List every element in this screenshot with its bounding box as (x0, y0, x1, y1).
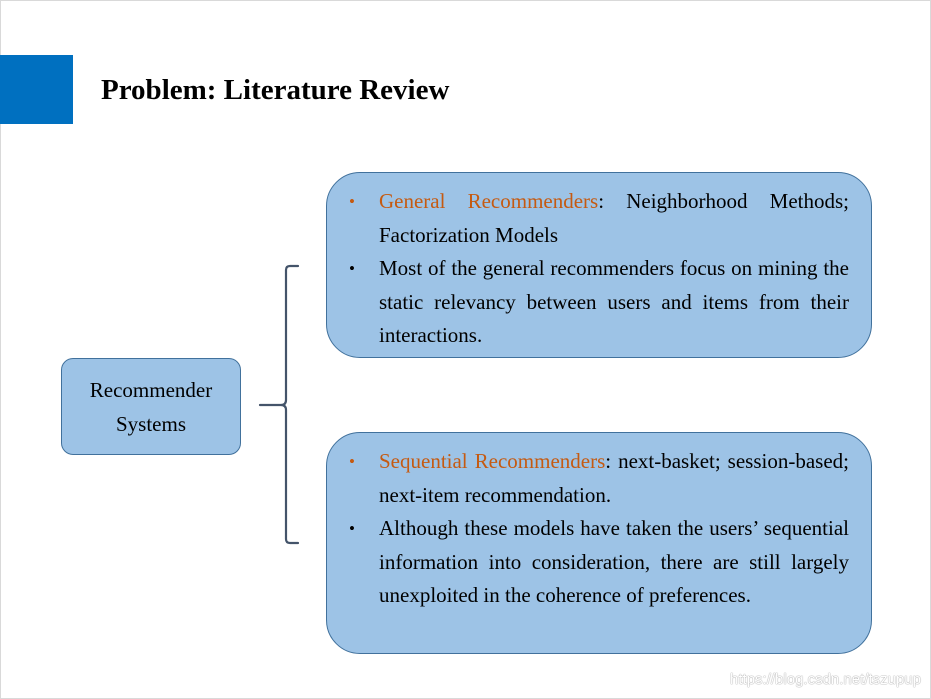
sequential-methods-text: : next-basket; session-based; next-item … (379, 449, 849, 507)
watermark-url: https://blog.csdn.net/tszupup (730, 671, 921, 688)
root-node-recommender-systems: Recommender Systems (61, 358, 241, 455)
general-description-text: Most of the general recommenders focus o… (379, 256, 849, 347)
general-bullet-item: • General Recommenders: Neighborhood Met… (349, 185, 849, 252)
title-accent-block (0, 55, 73, 124)
general-bullet-list: • General Recommenders: Neighborhood Met… (349, 185, 849, 353)
sequential-bullet-list: • Sequential Recommenders: next-basket; … (349, 445, 849, 613)
bullet-icon: • (349, 259, 355, 278)
sequential-description-text: Although these models have taken the use… (379, 516, 849, 607)
general-recommenders-heading: General Recommenders (379, 189, 599, 213)
sequential-bullet-item: • Although these models have taken the u… (349, 512, 849, 613)
general-bullet-item: • Most of the general recommenders focus… (349, 252, 849, 353)
sequential-bullet-item: • Sequential Recommenders: next-basket; … (349, 445, 849, 512)
root-node-label: Recommender Systems (90, 373, 212, 441)
root-node-label-line1: Recommender (89, 377, 213, 402)
general-methods-text: : Neighborhood Methods; Factorization Mo… (379, 189, 849, 247)
sequential-recommenders-box: • Sequential Recommenders: next-basket; … (326, 432, 872, 654)
general-recommenders-box: • General Recommenders: Neighborhood Met… (326, 172, 872, 358)
sequential-recommenders-heading: Sequential Recommenders (379, 449, 606, 473)
page-title: Problem: Literature Review (101, 74, 450, 106)
bullet-icon: • (349, 519, 355, 538)
bullet-icon: • (349, 452, 355, 471)
bullet-icon: • (349, 192, 355, 211)
root-node-label-line2: Systems (115, 411, 186, 436)
